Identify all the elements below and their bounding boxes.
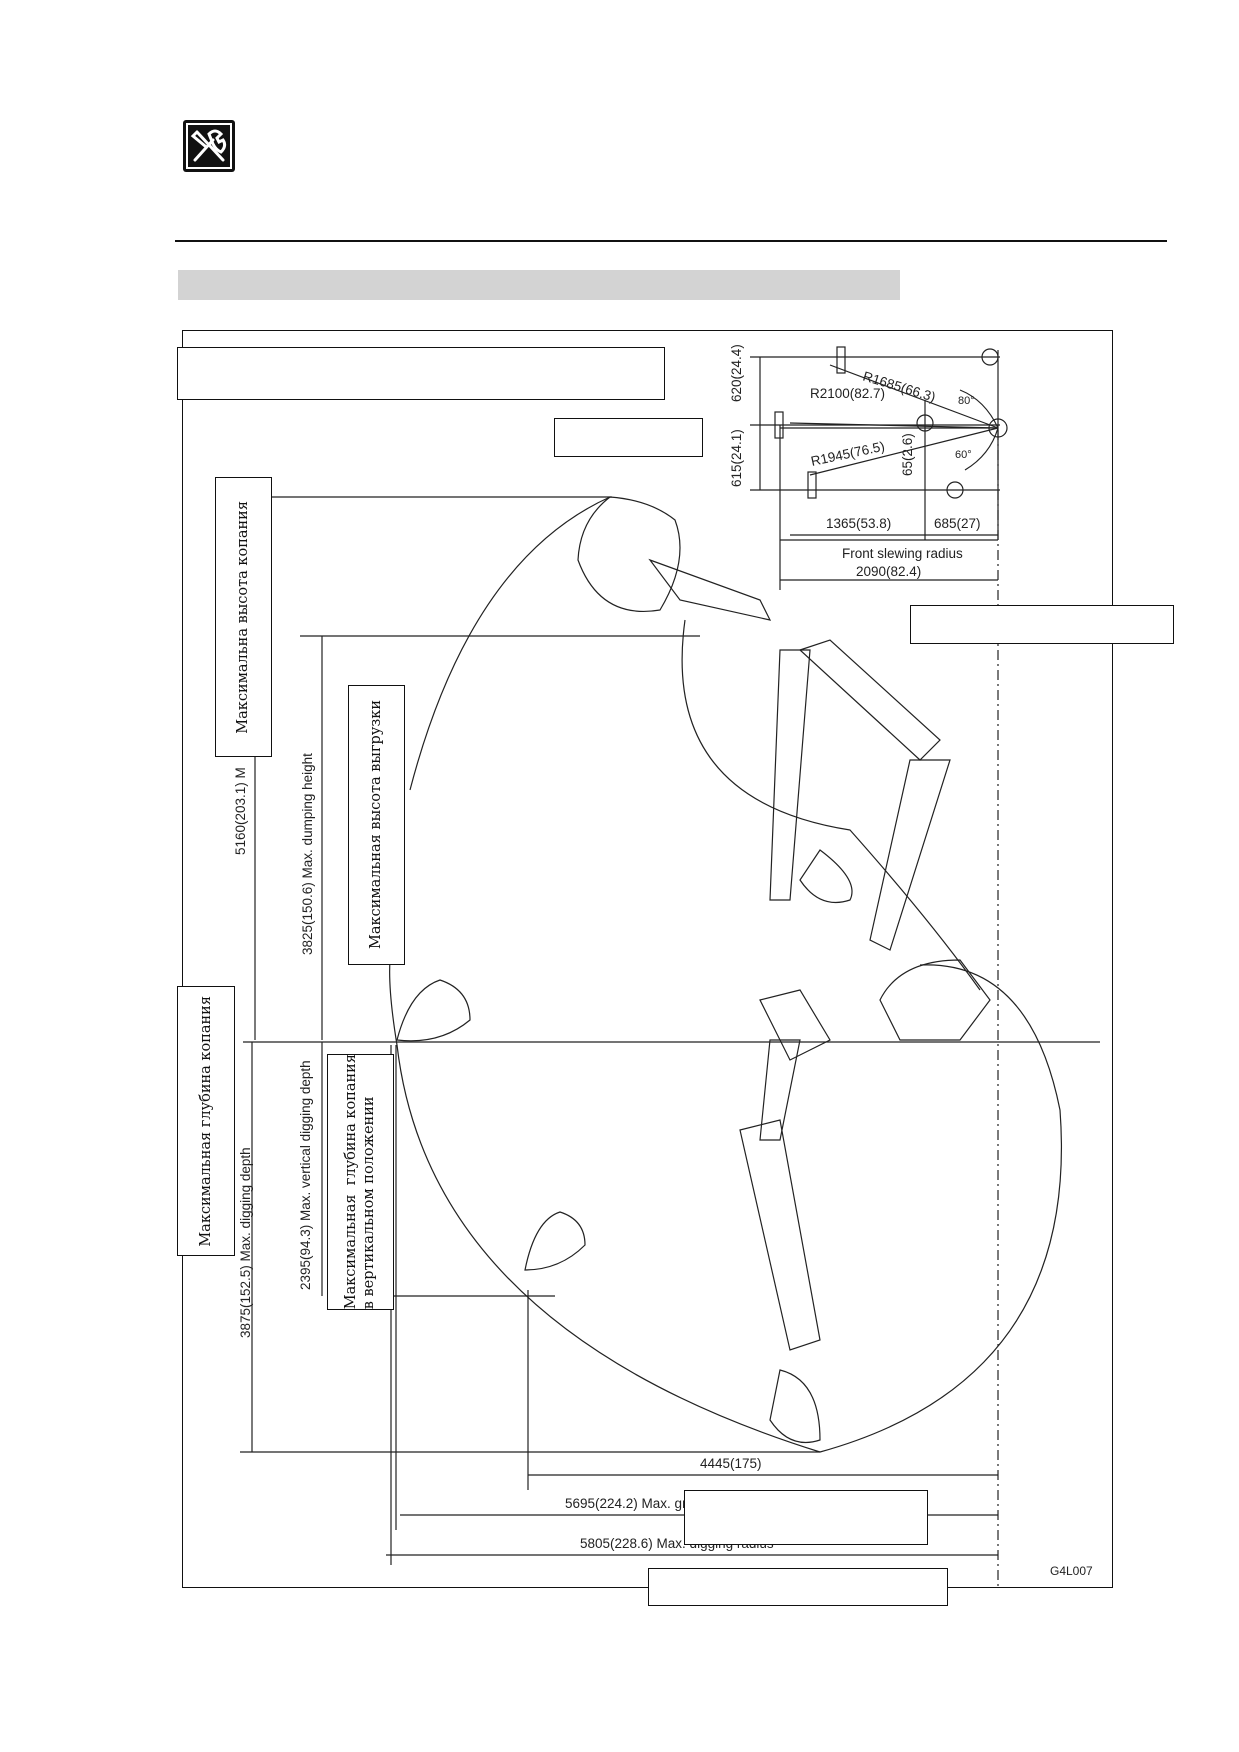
max-vertical-digging-depth-box: Максимальная глубина копания в вертикаль… [327,1054,394,1310]
dim-2090-label: 2090(82.4) [856,564,921,579]
dim-4445-label: 4445(175) [700,1456,762,1471]
r1685-line [829,364,999,429]
r1945-line [809,427,999,476]
figure-code: G4L007 [1050,1564,1093,1578]
diagram-frame [182,330,1113,1588]
boom-lower [869,759,951,951]
pivot-circle [988,418,1008,438]
arm-down [759,989,831,1061]
envelope-bottom [396,964,1062,1453]
arm-raised [648,558,772,621]
front-slewing-label: Front slewing radius [842,546,963,561]
dim-r2100-label: R2100(82.7) [810,386,885,401]
angle-80-label: 80° [958,395,975,407]
boom-raised [798,639,941,761]
boom-offset-box-blank [554,418,703,457]
dim-r1945-label: R1945(76.5) [810,439,887,469]
digging-radius-box-blank [648,1568,948,1606]
dim-65-label: 65(2.6) [900,433,915,476]
dim-620-label: 620(24.4) [729,344,744,402]
dim-2395-label: 2395(94.3) Max. vertical digging depth [298,1060,313,1290]
dim-5160-label: 5160(203.1) M [233,767,248,855]
dim-3825-label: 3825(150.6) Max. dumping height [300,753,315,955]
dim-615-label: 615(24.1) [729,429,744,487]
max-digging-height-label: Максимальна высота копания [235,500,252,734]
bucket-ground [396,979,471,1042]
title-box-blank [177,347,665,400]
dim-5695-label: 5695(224.2) Max. gro [565,1496,694,1511]
slewing-radius-box-blank [910,605,1174,644]
envelope-inner [681,619,981,991]
bucket-mid [799,849,853,904]
envelope-top [409,496,611,791]
header-rule [175,240,1167,242]
r2100-line [789,422,999,429]
bucket-bottom [769,1369,821,1444]
max-digging-height-box: Максимальна высота копания [215,477,272,757]
max-dumping-height-label: Максимальная высота выгрузки [368,700,385,950]
section-title-bar [178,270,900,300]
max-digging-depth-label: Максимальная глубина копания [197,995,214,1247]
bucket-raised [577,496,681,612]
angle-60-label: 60° [955,449,972,461]
dim-685-label: 685(27) [934,516,981,531]
dim-1365-label: 1365(53.8) [826,516,891,531]
max-digging-depth-box: Максимальная глубина копания [177,986,235,1256]
dim-3875-label: 3875(152.5) Max. digging depth [238,1147,253,1338]
bucket-vertical [524,1211,586,1271]
ground-reach-box-blank [684,1490,928,1545]
tools-wrench-icon [183,120,235,172]
max-vertical-digging-depth-label: Максимальная глубина копания в вертикаль… [343,1054,378,1310]
track-body [879,959,991,1041]
max-dumping-height-box: Максимальная высота выгрузки [348,685,405,965]
